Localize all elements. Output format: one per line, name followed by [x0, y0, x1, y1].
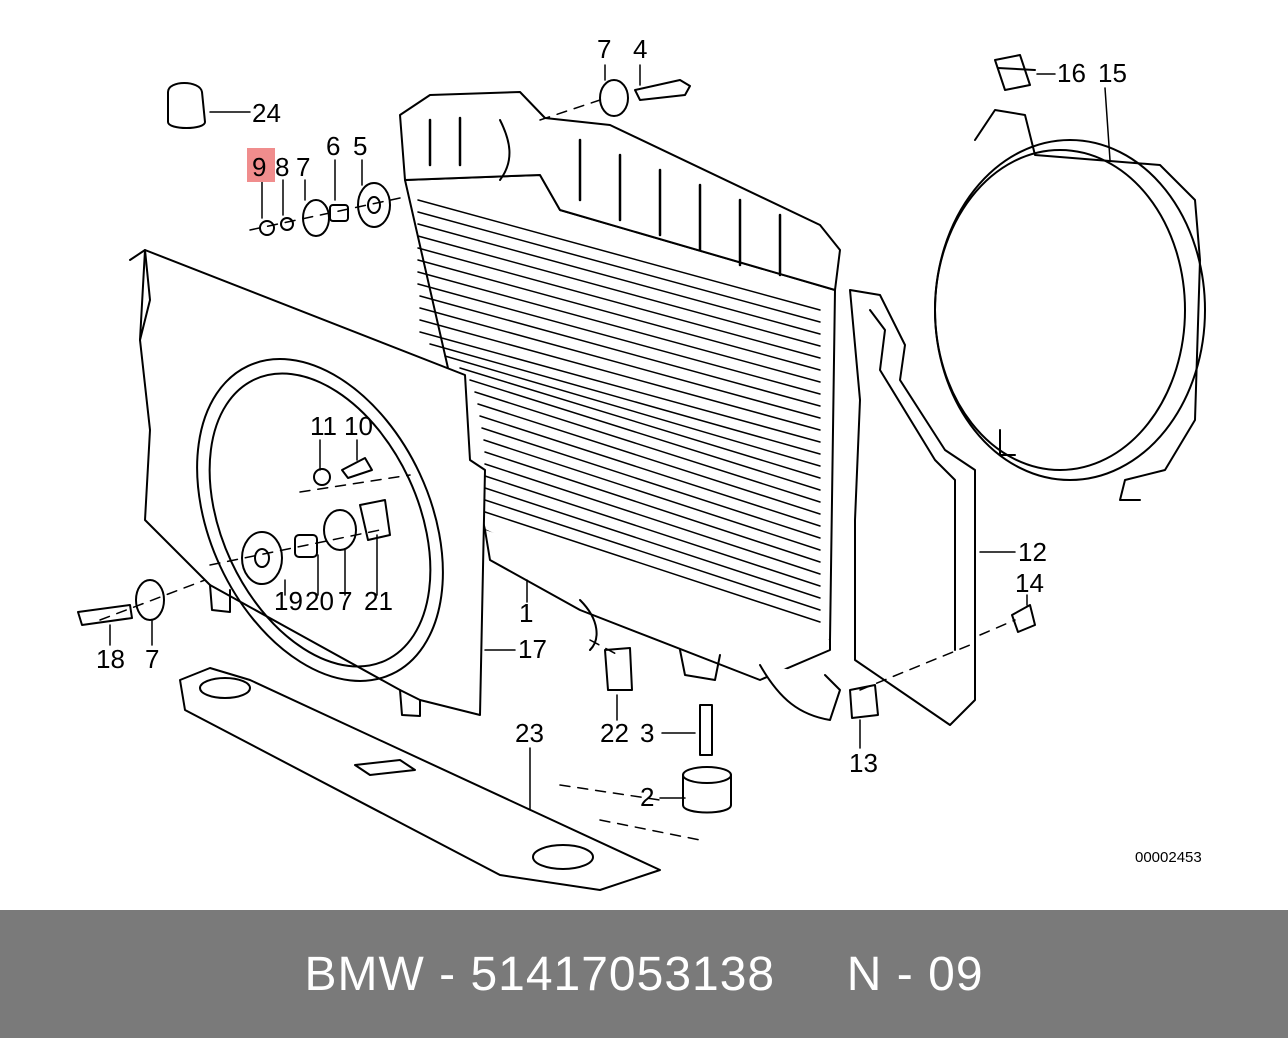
callout-12: 12 — [1018, 537, 1047, 567]
highlight-box — [247, 148, 275, 182]
position-label: N - 09 — [846, 947, 984, 1001]
callout-18: 18 — [96, 644, 125, 674]
callout-4: 4 — [633, 34, 647, 64]
callout-21: 21 — [364, 586, 393, 616]
callout-7b: 7 — [597, 34, 611, 64]
callout-5: 5 — [353, 131, 367, 161]
callout-19: 19 — [274, 586, 303, 616]
callout-7c: 7 — [338, 586, 352, 616]
callout-16: 16 — [1057, 58, 1086, 88]
callout-22: 22 — [600, 718, 629, 748]
callout-2: 2 — [640, 782, 654, 812]
callout-10: 10 — [344, 411, 373, 441]
callout-13: 13 — [849, 748, 878, 778]
part-number: 51417053138 — [470, 947, 776, 1001]
leader-lines — [109, 64, 1111, 811]
footer-bar: BMW - 51417053138 N - 09 — [0, 910, 1288, 1038]
brand-name: BMW — [304, 947, 425, 1001]
callout-labels: 24 9 8 7 6 5 7 4 16 15 11 10 19 20 7 21 … — [96, 34, 1202, 866]
radiator — [399, 91, 841, 721]
side-bracket — [849, 289, 976, 726]
callout-8: 8 — [275, 152, 289, 182]
callout-23: 23 — [515, 718, 544, 748]
lower-support — [179, 667, 661, 891]
callout-3: 3 — [640, 718, 654, 748]
separator: - — [439, 947, 457, 1001]
footer-text: BMW - 51417053138 N - 09 — [304, 947, 983, 1002]
callout-15: 15 — [1098, 58, 1127, 88]
callout-9: 9 — [252, 152, 266, 182]
callout-14: 14 — [1015, 568, 1044, 598]
reference-code: 00002453 — [1135, 849, 1202, 866]
hardware-parts — [77, 67, 1036, 814]
callout-11: 11 — [310, 411, 337, 441]
callout-20: 20 — [305, 586, 334, 616]
callout-1: 1 — [519, 598, 533, 628]
callout-24: 24 — [252, 98, 281, 128]
parts-diagram: 24 9 8 7 6 5 7 4 16 15 11 10 19 20 7 21 … — [77, 34, 1206, 891]
fan-shroud-right — [934, 54, 1206, 501]
fan-shroud-left — [129, 249, 486, 717]
callout-17: 17 — [518, 634, 547, 664]
callout-7d: 7 — [145, 644, 159, 674]
callout-6: 6 — [326, 131, 340, 161]
callout-7a: 7 — [296, 152, 310, 182]
dashed-lines — [99, 99, 1016, 841]
